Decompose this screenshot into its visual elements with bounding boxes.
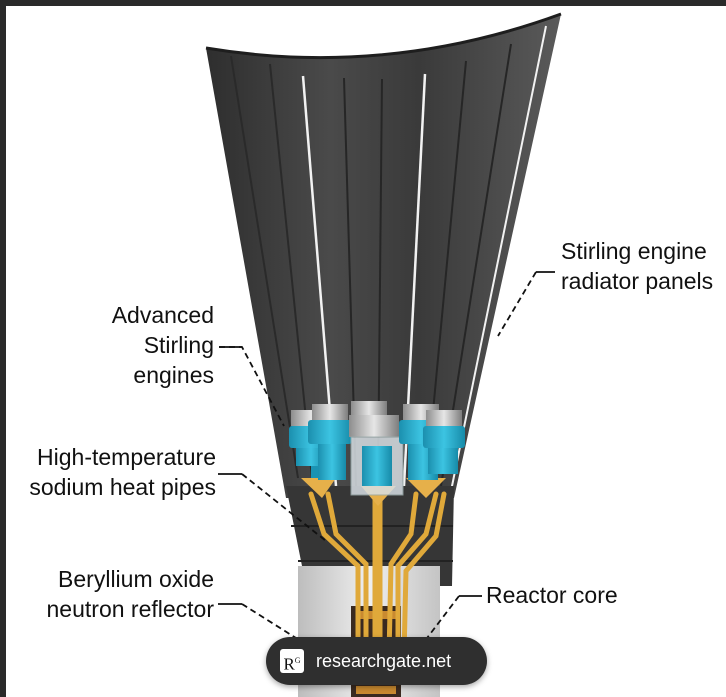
label-heat-pipes: High-temperature sodium heat pipes xyxy=(29,442,216,502)
label-line: High-temperature xyxy=(37,444,216,470)
label-line: radiator panels xyxy=(561,268,714,294)
advanced-stirling-engines xyxy=(289,401,465,496)
label-line: engines xyxy=(133,362,214,388)
label-beryllium-oxide-reflector: Beryllium oxide neutron reflector xyxy=(47,564,214,624)
label-advanced-stirling-engines: Advanced Stirling engines xyxy=(112,300,214,390)
watermark-text: researchgate.net xyxy=(316,651,452,671)
diagram-canvas: Advanced Stirling engines High-temperatu… xyxy=(6,6,726,697)
label-line: Stirling xyxy=(143,332,214,358)
sodium-heat-pipes xyxy=(308,491,447,659)
label-line: Beryllium oxide xyxy=(58,566,214,592)
researchgate-watermark[interactable]: RG researchgate.net xyxy=(266,637,487,685)
label-line: sodium heat pipes xyxy=(29,474,216,500)
reactor-illustration xyxy=(205,12,562,697)
researchgate-logo-icon: RG xyxy=(280,649,304,674)
label-line: Reactor core xyxy=(486,582,618,608)
label-line: Stirling engine xyxy=(561,238,707,264)
label-line: neutron reflector xyxy=(46,596,214,622)
label-radiator-panels: Stirling engine radiator panels xyxy=(561,236,713,296)
label-line: Advanced xyxy=(111,302,214,328)
label-reactor-core: Reactor core xyxy=(486,580,618,610)
